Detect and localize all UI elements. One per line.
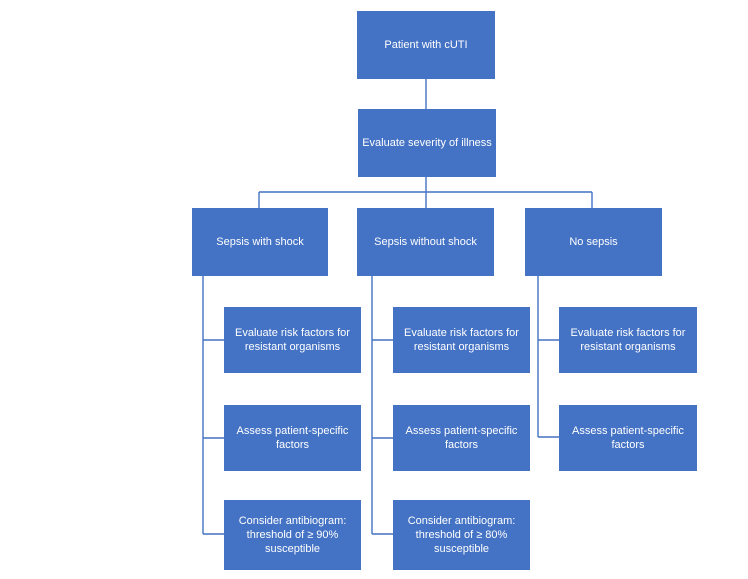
node-noshock-patient-factors: Assess patient-specific factors <box>393 405 530 471</box>
node-nosepsis-risk-factors: Evaluate risk factors for resistant orga… <box>559 307 697 373</box>
node-sepsis-without-shock: Sepsis without shock <box>357 208 494 276</box>
node-shock-risk-factors: Evaluate risk factors for resistant orga… <box>224 307 361 373</box>
node-nosepsis-patient-factors: Assess patient-specific factors <box>559 405 697 471</box>
node-no-sepsis: No sepsis <box>525 208 662 276</box>
node-noshock-antibiogram-80: Consider antibiogram: threshold of ≥ 80%… <box>393 500 530 570</box>
node-shock-patient-factors: Assess patient-specific factors <box>224 405 361 471</box>
node-sepsis-with-shock: Sepsis with shock <box>192 208 328 276</box>
node-noshock-risk-factors: Evaluate risk factors for resistant orga… <box>393 307 530 373</box>
node-patient-cuti: Patient with cUTI <box>357 11 495 79</box>
node-evaluate-severity: Evaluate severity of illness <box>358 109 496 177</box>
node-shock-antibiogram-90: Consider antibiogram: threshold of ≥ 90%… <box>224 500 361 570</box>
